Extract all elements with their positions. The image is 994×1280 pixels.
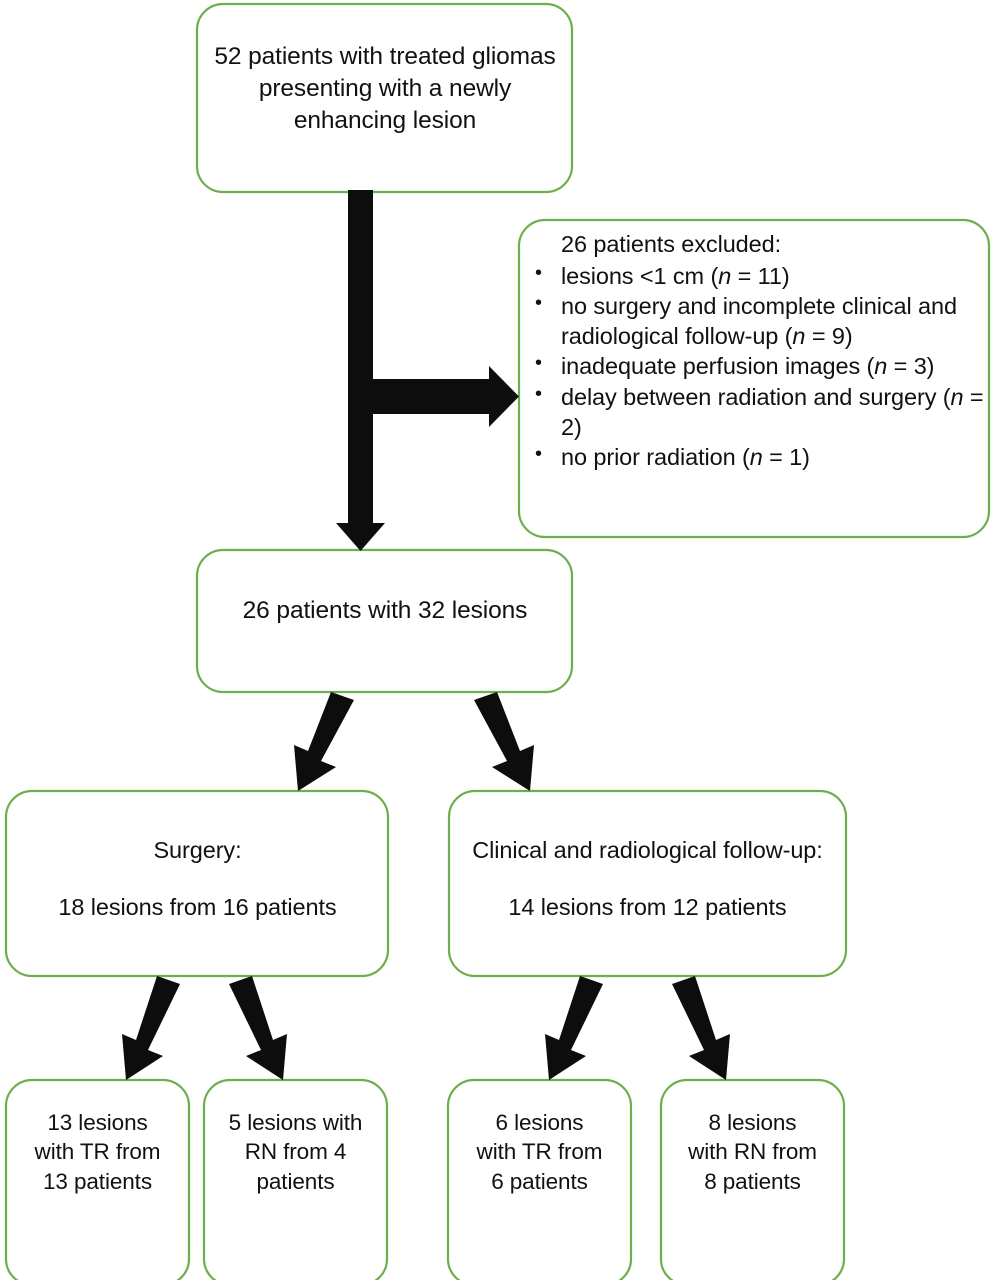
- node-box-followup-rn: [659, 1078, 846, 1280]
- node-label-surgery-tr: 13 lesions with TR from 13 patients: [9, 1108, 186, 1196]
- followup-spacer: [452, 866, 843, 892]
- node-label-surgery-rn: 5 lesions with RN from 4 patients: [207, 1108, 384, 1196]
- followup-tr-line-3: 6 patients: [491, 1168, 588, 1194]
- excluded-item-2-n-value: = 9): [805, 322, 853, 349]
- cohort-line-1: 52 patients with treated gliomas: [214, 43, 556, 70]
- included-line-1: 26 patients with 32 lesions: [242, 597, 528, 624]
- excluded-item-1-n-symbol: n: [718, 262, 732, 289]
- edge-surgery-to-tr-arrow: [122, 976, 180, 1080]
- followup-rn-line-2: with RN from: [688, 1139, 817, 1165]
- node-box-followup: [447, 789, 848, 978]
- edge-included-to-surgery-arrow: [294, 692, 354, 791]
- surgery-tr-line-1: 13 lesions: [47, 1110, 148, 1135]
- node-box-surgery: [4, 789, 390, 978]
- excluded-item-1-n-value: = 11): [731, 262, 790, 289]
- node-label-cohort: 52 patients with treated gliomas present…: [200, 41, 570, 137]
- edge-followup-to-tr-arrow: [545, 976, 603, 1080]
- excluded-item-no-radiation: no prior radiation (n = 1): [535, 442, 985, 473]
- excluded-item-4-n-value: = 2): [561, 384, 984, 440]
- followup-tr-line-1: 6 lesions: [495, 1110, 584, 1135]
- excluded-item-4-n-symbol: n: [950, 384, 964, 411]
- excluded-heading: 26 patients excluded:: [561, 231, 782, 257]
- excluded-item-perfusion: inadequate perfusion images (n = 3): [535, 351, 985, 382]
- excluded-item-5-n-symbol: n: [749, 444, 763, 471]
- followup-rn-line-3: 8 patients: [704, 1168, 801, 1194]
- node-box-surgery-rn: [202, 1078, 389, 1280]
- followup-detail: 14 lesions from 12 patients: [508, 893, 787, 920]
- excluded-item-delay: delay between radiation and surgery (n =…: [535, 382, 985, 442]
- edge-cohort-to-excluded-arrow: [371, 366, 519, 427]
- excluded-list: lesions <1 cm (n = 11) no surgery and in…: [527, 261, 985, 473]
- node-box-surgery-tr: [4, 1078, 191, 1280]
- surgery-spacer: [10, 866, 385, 892]
- node-label-excluded: 26 patients excluded: lesions <1 cm (n =…: [527, 230, 985, 474]
- node-box-cohort: [195, 2, 574, 194]
- excluded-item-lesion-size: lesions <1 cm (n = 11): [535, 261, 985, 292]
- surgery-rn-line-1: 5 lesions with: [228, 1110, 363, 1135]
- edge-surgery-to-rn-arrow: [229, 976, 287, 1080]
- node-box-included: [195, 548, 574, 694]
- edge-included-to-followup-arrow: [474, 692, 534, 791]
- excluded-item-3-n-symbol: n: [874, 353, 888, 380]
- excluded-item-5-n-value: = 1): [762, 444, 810, 471]
- edge-followup-to-rn-arrow: [672, 976, 730, 1080]
- surgery-detail: 18 lesions from 16 patients: [58, 893, 337, 920]
- excluded-item-2-text: no surgery and incomplete clinical and r…: [561, 293, 957, 349]
- excluded-item-no-surgery: no surgery and incomplete clinical and r…: [535, 291, 985, 351]
- edge-cohort-to-included-arrow: [336, 190, 385, 551]
- surgery-heading: Surgery:: [153, 837, 242, 863]
- excluded-item-3-text: inadequate perfusion images (: [561, 353, 875, 380]
- followup-rn-line-1: 8 lesions: [708, 1110, 797, 1135]
- node-label-surgery: Surgery: 18 lesions from 16 patients: [10, 835, 385, 922]
- excluded-item-1-text: lesions <1 cm (: [561, 262, 719, 289]
- excluded-item-4-text: delay between radiation and surgery (: [561, 384, 951, 411]
- excluded-item-5-text: no prior radiation (: [561, 444, 750, 471]
- followup-heading: Clinical and radiological follow-up:: [472, 837, 823, 863]
- excluded-item-2-n-symbol: n: [792, 322, 806, 349]
- cohort-line-2: presenting with a newly: [258, 74, 512, 102]
- surgery-tr-line-3: 13 patients: [43, 1168, 152, 1194]
- node-label-followup: Clinical and radiological follow-up: 14 …: [452, 835, 843, 922]
- node-label-followup-tr: 6 lesions with TR from 6 patients: [451, 1108, 628, 1196]
- surgery-rn-line-3: patients: [256, 1168, 335, 1194]
- node-label-followup-rn: 8 lesions with RN from 8 patients: [664, 1108, 841, 1196]
- node-box-followup-tr: [446, 1078, 633, 1280]
- excluded-item-3-n-value: = 3): [887, 353, 935, 380]
- cohort-line-3: enhancing lesion: [293, 106, 477, 134]
- node-label-included: 26 patients with 32 lesions: [200, 595, 570, 627]
- surgery-tr-line-2: with TR from: [34, 1139, 161, 1165]
- surgery-rn-line-2: RN from 4: [244, 1139, 347, 1165]
- followup-tr-line-2: with TR from: [476, 1139, 603, 1165]
